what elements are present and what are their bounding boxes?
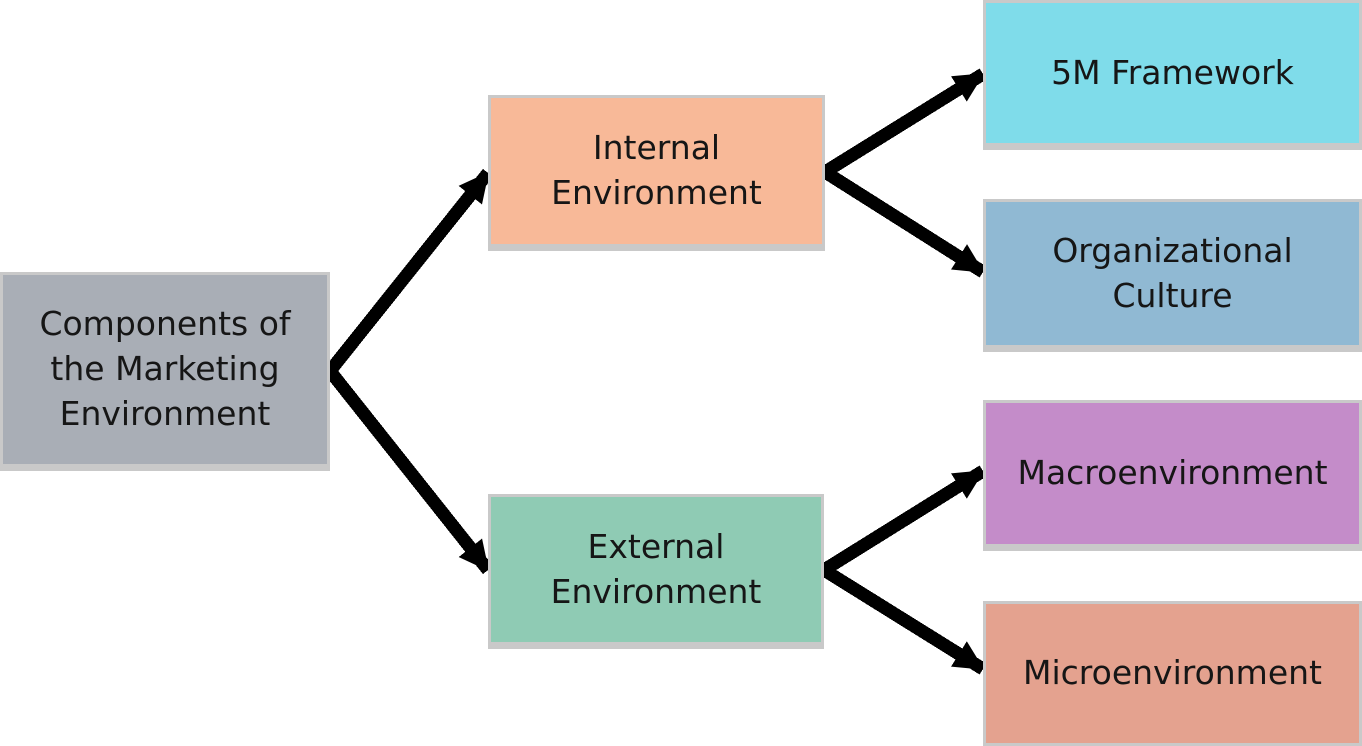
node-5m-framework: 5M Framework	[983, 0, 1362, 146]
node-label: Organizational Culture	[1052, 230, 1293, 315]
edge-external-macro	[820, 465, 987, 576]
node-microenvironment: Microenvironment	[983, 601, 1362, 746]
node-components-of-marketing-environment: Components of the Marketing Environment	[0, 272, 330, 467]
edge-internal-5m	[821, 68, 987, 178]
node-external-environment: External Environment	[488, 494, 824, 645]
node-macroenvironment: Macroenvironment	[983, 400, 1362, 547]
node-label: Internal Environment	[551, 128, 762, 212]
edge-root-internal	[324, 168, 494, 376]
edge-root-external	[324, 366, 494, 575]
node-label: Macroenvironment	[1017, 453, 1328, 493]
node-label: External Environment	[550, 526, 762, 611]
node-label: Microenvironment	[1023, 653, 1322, 693]
edge-external-micro	[820, 564, 987, 675]
node-label: 5M Framework	[1051, 52, 1294, 92]
node-label: Components of the Marketing Environment	[39, 304, 291, 433]
edge-internal-org	[821, 166, 987, 278]
node-organizational-culture: Organizational Culture	[983, 199, 1362, 348]
node-internal-environment: Internal Environment	[488, 95, 825, 247]
